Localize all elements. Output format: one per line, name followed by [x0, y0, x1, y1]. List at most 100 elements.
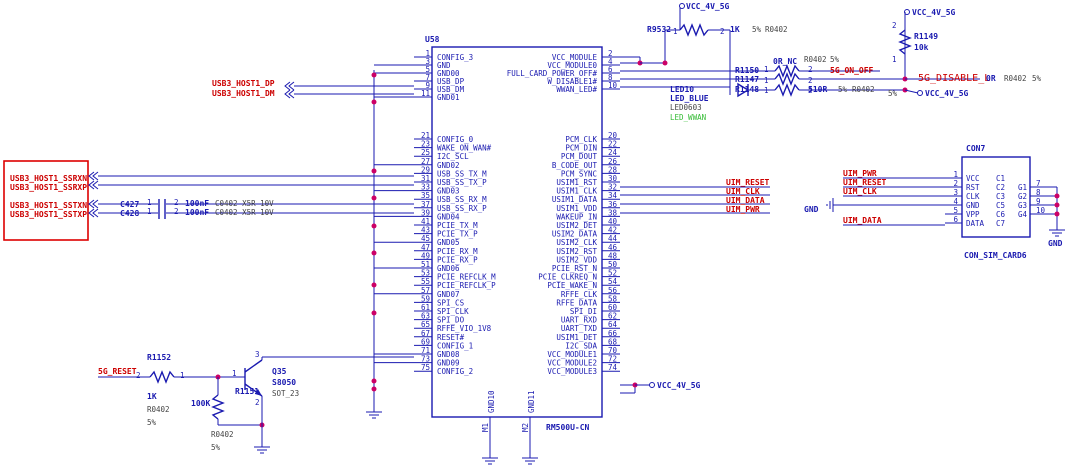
u58-pin-num-36: 36: [608, 200, 618, 209]
u58-pin-num-59: 59: [421, 294, 430, 303]
r9532-pin2: 2: [720, 27, 725, 36]
u58-pin-name-49: PCIE_RX_P: [437, 255, 478, 264]
c427-pin2: 2: [174, 198, 179, 207]
r1147-pin2: 2: [808, 76, 813, 85]
con7-pin-c-5: C6: [996, 210, 1006, 219]
u58-pin-num-65: 65: [421, 320, 430, 329]
u58-pin-name-5: GND00: [437, 69, 460, 78]
r1148-tol: 5%: [838, 85, 848, 94]
r1151-value: 100K: [191, 399, 210, 408]
u58-part: RM500U-CN: [546, 423, 590, 432]
con7-pin-name-9: G3: [1018, 201, 1027, 210]
u58-pin-name-27: GND02: [437, 161, 460, 170]
usb3-ss-group: USB3_HOST1_SSRXN USB3_HOST1_SSRXP USB3_H…: [3, 160, 414, 241]
u58-pin-num-42: 42: [608, 226, 617, 235]
gnd-label-sim: GND: [804, 205, 819, 214]
u58-pin-name-47: PCIE_RX_M: [437, 247, 478, 256]
con7-net-uim-clk: UIM_CLK: [843, 187, 877, 196]
r1149-body: [898, 29, 912, 55]
u58-pin-num-26: 26: [608, 157, 618, 166]
u58-pin-num-44: 44: [608, 234, 618, 243]
u58-pin-name-24: PCM_DOUT: [561, 152, 598, 161]
u58-pin-name-64: UART_TXD: [561, 324, 598, 333]
r9532-value: 1K: [730, 25, 740, 34]
c428-desc: C0402 X5R 10V: [215, 208, 274, 217]
con7-pin-name-2: RST: [966, 183, 980, 192]
u58-pin-num-9: 9: [425, 81, 430, 90]
u58-pin-name-9: USB_DM: [437, 85, 465, 94]
u58-pin-name-10: WWAN_LED#: [556, 85, 597, 94]
net-ssrxp: USB3_HOST1_SSRXP: [10, 183, 87, 192]
c427-value: 100nF: [185, 199, 209, 208]
u58-pin-num-58: 58: [608, 294, 618, 303]
u58-pin-name-33: GND03: [437, 187, 460, 196]
u58-pin-num-41: 41: [421, 217, 430, 226]
u58-pin-num-64: 64: [608, 320, 618, 329]
led10-green-label: LED_WWAN: [670, 113, 706, 122]
r1150-pkg: R0402: [804, 55, 827, 64]
u58-pin-name-21: CONFIG_0: [437, 135, 474, 144]
u58-pin-num-60: 60: [608, 303, 618, 312]
q35-pin2: 2: [255, 398, 260, 407]
con7-pin-num-3: 3: [953, 188, 958, 197]
con7-pin-num-5: 5: [953, 206, 958, 215]
r1150-pin1: 1: [764, 65, 769, 74]
con7-pin-num-2: 2: [953, 179, 958, 188]
u58-pin-num-8: 8: [608, 73, 613, 82]
con7-pin-name-1: VCC: [966, 174, 980, 183]
con7-body: [961, 156, 1031, 238]
u58-pin-name-43: PCIE_TX_P: [437, 230, 478, 239]
r9532-ref: R9532: [647, 25, 671, 34]
gnd-bus-left: [366, 70, 382, 419]
con7-pin-c-3: C3: [996, 192, 1005, 201]
net-usb3-host1-dm: USB3_HOST1_DM: [212, 89, 275, 98]
u58-pin-name-41: PCIE_TX_M: [437, 221, 478, 230]
u58-pin-name-23: WAKE_ON_WAN#: [437, 144, 492, 153]
u58-pin-num-62: 62: [608, 312, 617, 321]
u58-pin-num-2: 2: [608, 49, 613, 58]
u58-pin-name-69: CONFIG_1: [437, 341, 473, 350]
led10-pkg: LED0603: [670, 103, 702, 112]
pin-m1-num: M1: [481, 423, 490, 432]
u58-pin-num-68: 68: [608, 337, 618, 346]
net-uim-pwr: UIM_PWR: [726, 205, 760, 214]
net-uim-reset: UIM_RESET: [726, 178, 770, 187]
net-5g-disable-l: 5G_DISABLE_L: [918, 73, 990, 84]
u58-pin-name-38: WAKEUP_IN: [556, 212, 597, 221]
r1150-body: [774, 64, 800, 78]
u58-pin-name-68: I2C_SDA: [565, 341, 597, 350]
con7-pin-c-1: C1: [996, 174, 1005, 183]
vcc-bottom: VCC_4V_5G: [620, 381, 701, 394]
u58-pin-name-72: VCC_MODULE2: [547, 359, 597, 368]
r-0r-tol: 5%: [1032, 74, 1042, 83]
con7-part: CON_SIM_CARD6: [964, 251, 1027, 260]
reset-circuit: 5G_RESET R1152 2 1 1K R0402 5% 100K R115…: [98, 350, 414, 454]
con7-pin-num-4: 4: [953, 197, 958, 206]
r1152-tol: 5%: [147, 418, 157, 427]
u58-pin-name-67: RESET#: [437, 333, 465, 342]
u58-pin-num-75: 75: [421, 363, 430, 372]
r1152-pkg: R0402: [147, 405, 170, 414]
u58-pin-num-6: 6: [608, 65, 613, 74]
net-sstxn: USB3_HOST1_SSTXN: [10, 201, 87, 210]
u58-pin-name-35: USB_SS_RX_M: [437, 195, 487, 204]
con7-pin-name-5: VPP: [966, 210, 980, 219]
u58-pin-name-29: USB_SS_TX_M: [437, 169, 487, 178]
u58-pin-name-6: FULL_CARD_POWER_OFF#: [507, 69, 598, 78]
uim-nets: UIM_RESET UIM_CLK UIM_DATA UIM_PWR: [620, 178, 770, 214]
r1150-ref: R1150: [735, 66, 759, 75]
u58-pin-name-26: B_CODE_OUT: [552, 161, 598, 170]
u58-pin-name-57: GND07: [437, 290, 460, 299]
u58-pin-name-39: GND04: [437, 212, 460, 221]
u58-pin-num-72: 72: [608, 355, 617, 364]
u58-pin-name-42: USIM2_DATA: [552, 230, 598, 239]
r1152-value: 1K: [147, 392, 157, 401]
u58-pin-num-3: 3: [425, 57, 430, 66]
u58-pin-name-1: CONFIG_3: [437, 53, 473, 62]
q35-pin3: 3: [255, 350, 260, 359]
r-0r-value: 0R: [986, 74, 996, 83]
u58-pin-num-74: 74: [608, 363, 618, 372]
u58-pin-name-8: W_DISABLE1#: [547, 77, 597, 86]
